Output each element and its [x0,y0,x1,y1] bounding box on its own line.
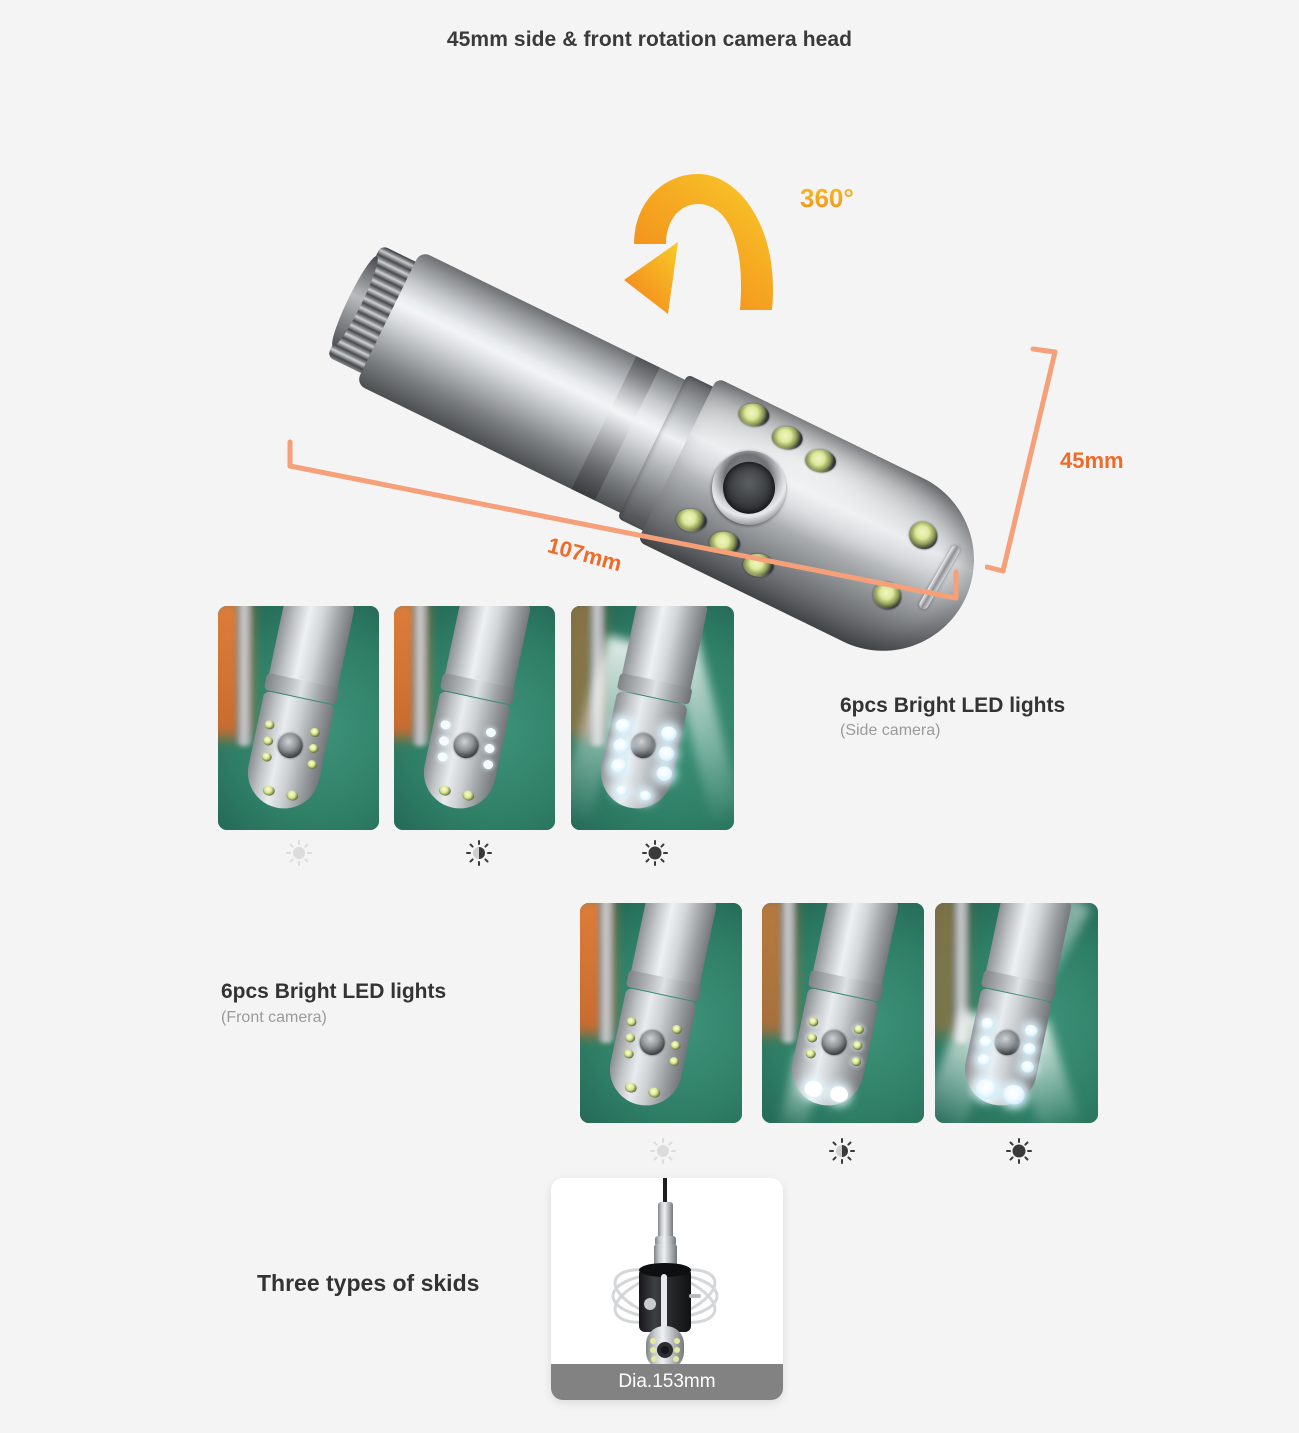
skids-section-title: Three types of skids [257,1270,480,1296]
skid-product-image [551,1178,783,1370]
brightness-medium-icon [829,1138,855,1164]
brightness-low-icon [286,840,312,866]
side-camera-section-title: 6pcs Bright LED lights [840,694,1066,717]
side-camera-photo-medium [394,606,555,830]
skid-card-dia-153mm[interactable]: Dia.153mm [551,1178,783,1400]
length-dimension-line [280,430,980,605]
diameter-dimension-label: 45mm [1060,448,1124,473]
brightness-high-icon [642,840,668,866]
side-camera-photo-off [218,606,379,830]
front-camera-photo-off [580,903,742,1123]
front-camera-section-subtitle: (Front camera) [221,1009,327,1026]
brightness-low-icon [650,1138,676,1164]
diameter-dimension-line [984,335,1075,595]
page-title: 45mm side & front rotation camera head [446,28,853,51]
side-camera-photo-full [571,606,734,830]
front-camera-photo-medium [762,903,924,1123]
brightness-high-icon [1006,1138,1032,1164]
skid-card-caption: Dia.153mm [551,1364,783,1400]
brightness-medium-icon [466,840,492,866]
front-camera-section-title: 6pcs Bright LED lights [221,980,447,1003]
side-camera-section-subtitle: (Side camera) [840,722,941,739]
rotation-degree-label: 360° [800,183,854,213]
front-camera-photo-full [935,903,1098,1123]
rotation-arrow-icon [622,168,802,318]
hero-product-figure: 360° 107mm 45mm [0,80,1299,682]
